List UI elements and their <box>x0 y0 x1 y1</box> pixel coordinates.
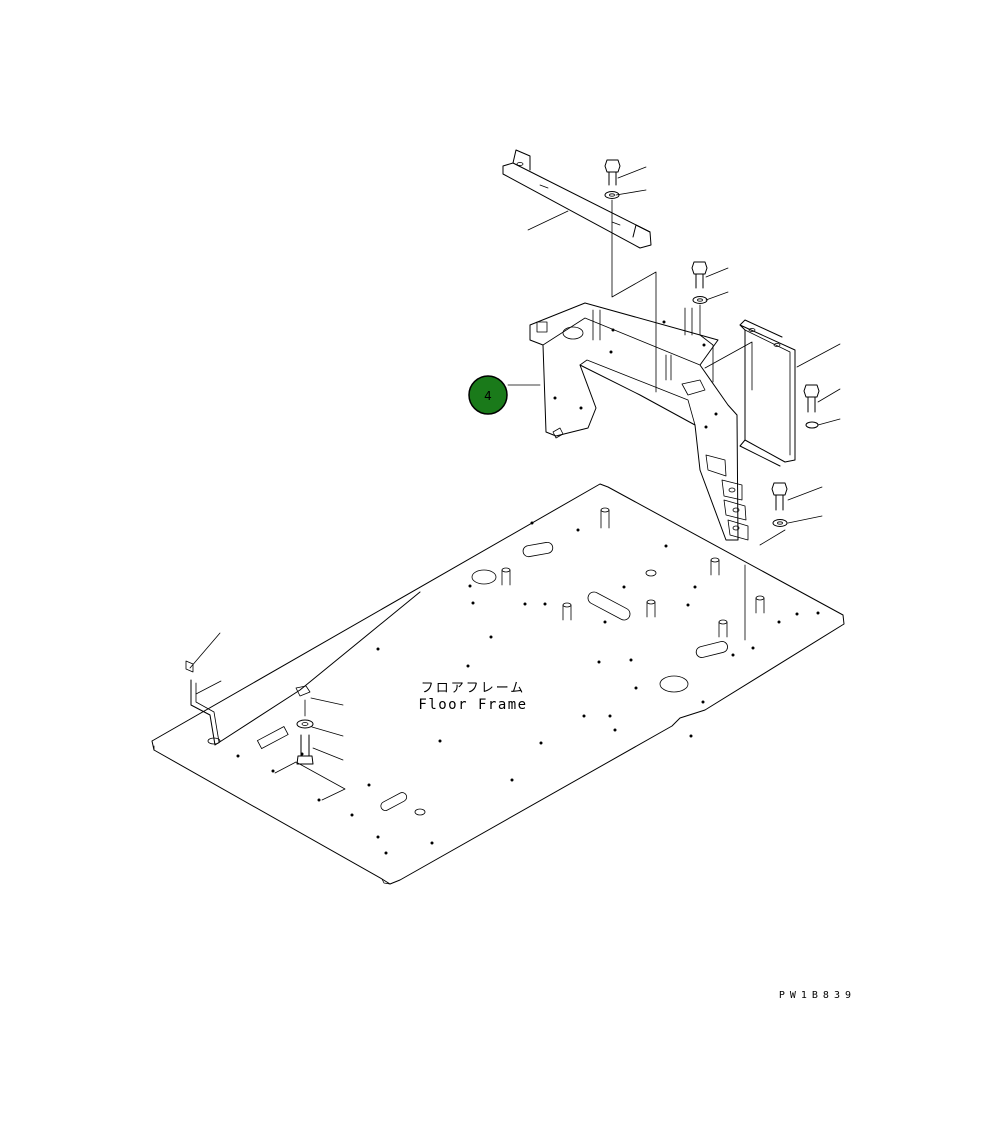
bolt-stack-1 <box>604 159 621 199</box>
drawing-id: PW1B839 <box>779 990 856 1001</box>
frame-label-english: Floor Frame <box>418 697 527 713</box>
callout-circle <box>468 375 508 415</box>
bolt-stack-2 <box>691 261 708 304</box>
frame-label-japanese: フロアフレーム <box>421 681 526 696</box>
top-angle-bracket <box>502 149 652 249</box>
floor-frame-plate <box>151 483 845 885</box>
bolt-stack-3 <box>803 384 820 429</box>
main-bracket <box>529 302 749 541</box>
side-cover-panel <box>739 319 796 467</box>
assembly-guide-lines <box>611 199 786 641</box>
callout-bubble[interactable]: 4 <box>468 375 508 415</box>
control-rod <box>185 591 421 746</box>
bolt-stack-4 <box>771 482 788 527</box>
floor-bolt-assembly <box>296 699 314 765</box>
callout-number: 4 <box>484 389 492 403</box>
leader-lines <box>189 166 841 761</box>
